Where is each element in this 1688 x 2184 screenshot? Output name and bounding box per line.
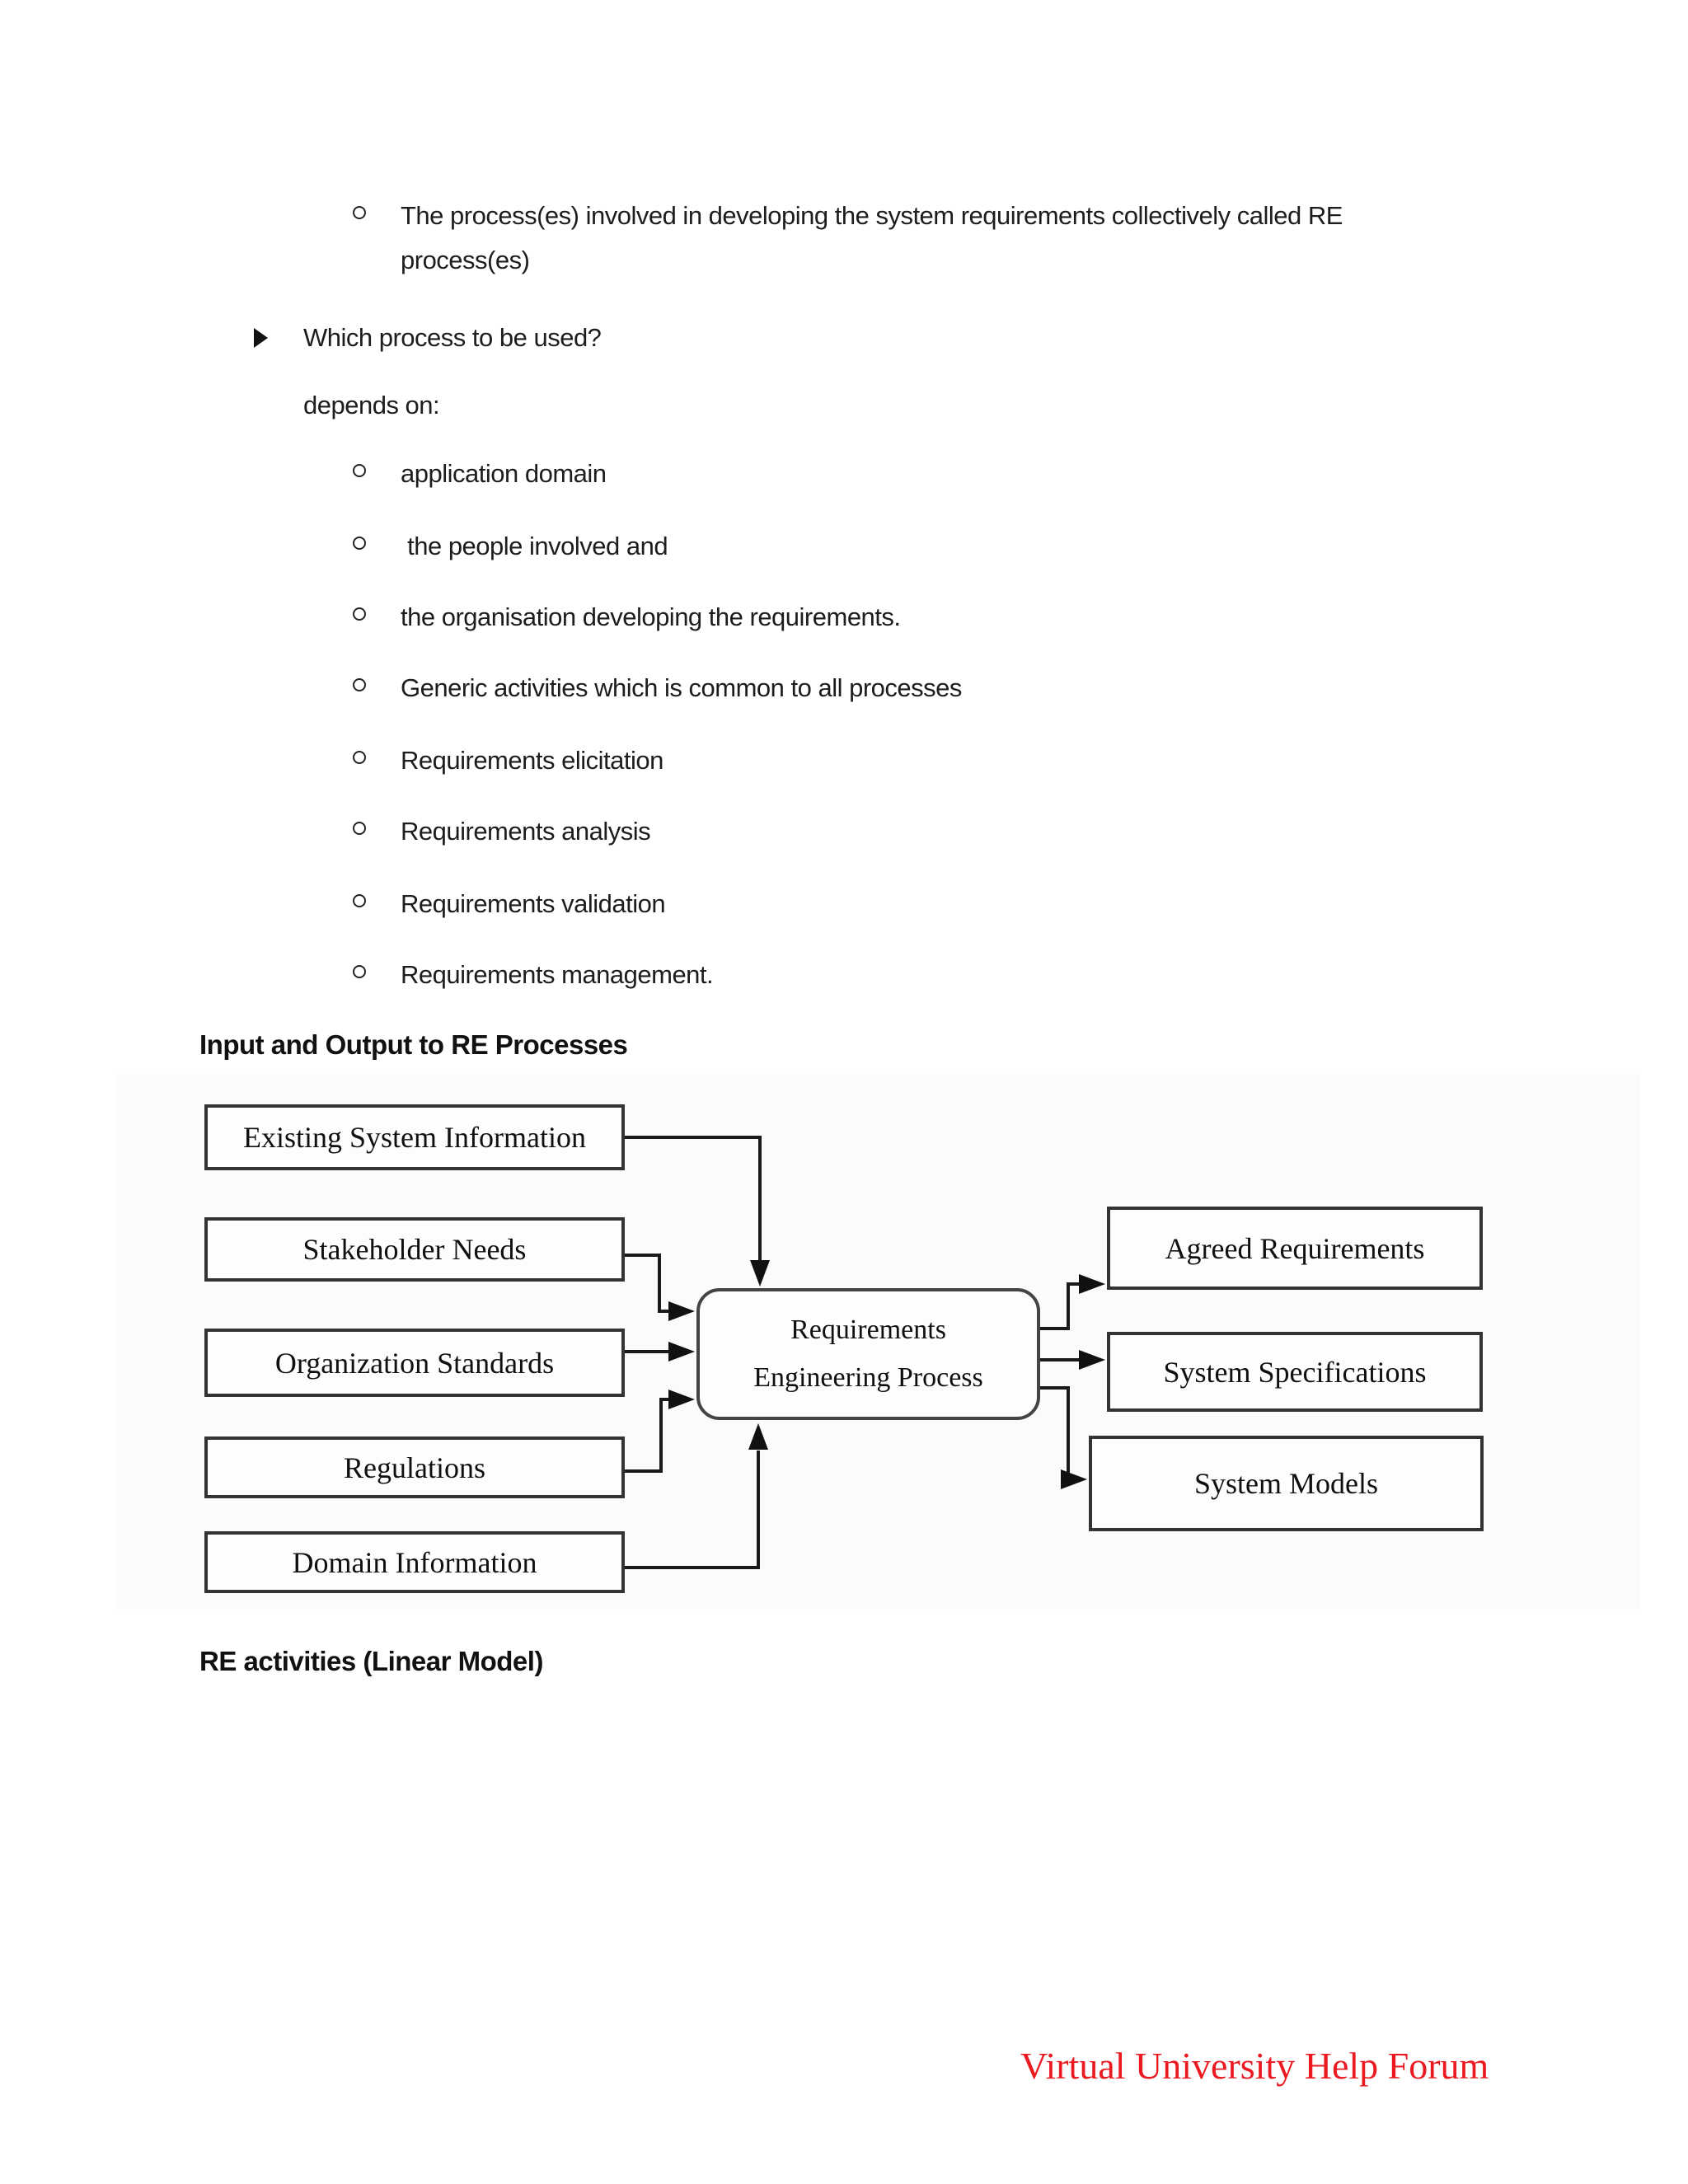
circle-bullet-icon: [353, 607, 366, 621]
intro-bullet-line1: The process(es) involved in developing t…: [401, 201, 1343, 230]
arrow-process-to-agreed: [1040, 1282, 1081, 1330]
arrow-process-to-models: [1040, 1386, 1070, 1481]
sub-bullet-item: Requirements elicitation: [401, 746, 663, 775]
output-box-system-models: System Models: [1089, 1436, 1484, 1531]
triangle-bullet-icon: [254, 328, 268, 348]
arrowhead-up-icon: [748, 1423, 768, 1450]
circle-bullet-icon: [353, 894, 366, 907]
circle-bullet-icon: [353, 822, 366, 835]
input-box-stakeholder-needs: Stakeholder Needs: [204, 1217, 625, 1282]
question-bullet: Which process to be used?: [303, 323, 602, 352]
circle-bullet-icon: [353, 537, 366, 550]
arrowhead-right-icon: [1061, 1469, 1087, 1489]
sub-bullet-item: Generic activities which is common to al…: [401, 673, 962, 702]
arrowhead-right-icon: [668, 1342, 695, 1361]
sub-bullet-item: Requirements analysis: [401, 817, 651, 846]
input-box-organization-standards: Organization Standards: [204, 1329, 625, 1397]
arrowhead-right-icon: [668, 1301, 695, 1321]
sub-bullet-item: application domain: [401, 459, 607, 488]
input-box-regulations: Regulations: [204, 1436, 625, 1498]
arrow-existing-to-process: [625, 1136, 762, 1263]
arrow-stakeholder-to-process: [625, 1254, 670, 1313]
circle-bullet-icon: [353, 464, 366, 477]
output-box-system-specifications: System Specifications: [1107, 1332, 1483, 1412]
arrowhead-right-icon: [668, 1390, 695, 1409]
arrow-domain-to-process: [625, 1451, 760, 1569]
intro-bullet-line2: process(es): [401, 246, 530, 274]
input-box-existing-system-information: Existing System Information: [204, 1104, 625, 1170]
heading-re-activities: RE activities (Linear Model): [199, 1646, 543, 1676]
process-box-line1: Requirements: [790, 1315, 946, 1345]
input-box-domain-information: Domain Information: [204, 1531, 625, 1593]
sub-bullet-item: the organisation developing the requirem…: [401, 602, 901, 631]
watermark-text: Virtual University Help Forum: [1020, 2045, 1489, 2087]
heading-input-output: Input and Output to RE Processes: [199, 1029, 628, 1060]
sub-bullet-item: Requirements validation: [401, 889, 666, 918]
output-box-agreed-requirements: Agreed Requirements: [1107, 1207, 1483, 1290]
depends-label: depends on:: [303, 391, 440, 419]
process-box-requirements-engineering: Requirements Engineering Process: [696, 1288, 1040, 1420]
circle-bullet-icon: [353, 206, 366, 219]
arrowhead-right-icon: [1079, 1274, 1105, 1294]
sub-bullet-item: the people involved and: [401, 532, 668, 560]
process-box-line2: Engineering Process: [753, 1362, 983, 1393]
arrowhead-right-icon: [1079, 1350, 1105, 1370]
circle-bullet-icon: [353, 965, 366, 978]
sub-bullet-item: Requirements management.: [401, 960, 714, 989]
arrowhead-down-icon: [750, 1260, 770, 1286]
circle-bullet-icon: [353, 751, 366, 764]
arrow-regulations-to-process: [625, 1398, 670, 1473]
circle-bullet-icon: [353, 678, 366, 691]
